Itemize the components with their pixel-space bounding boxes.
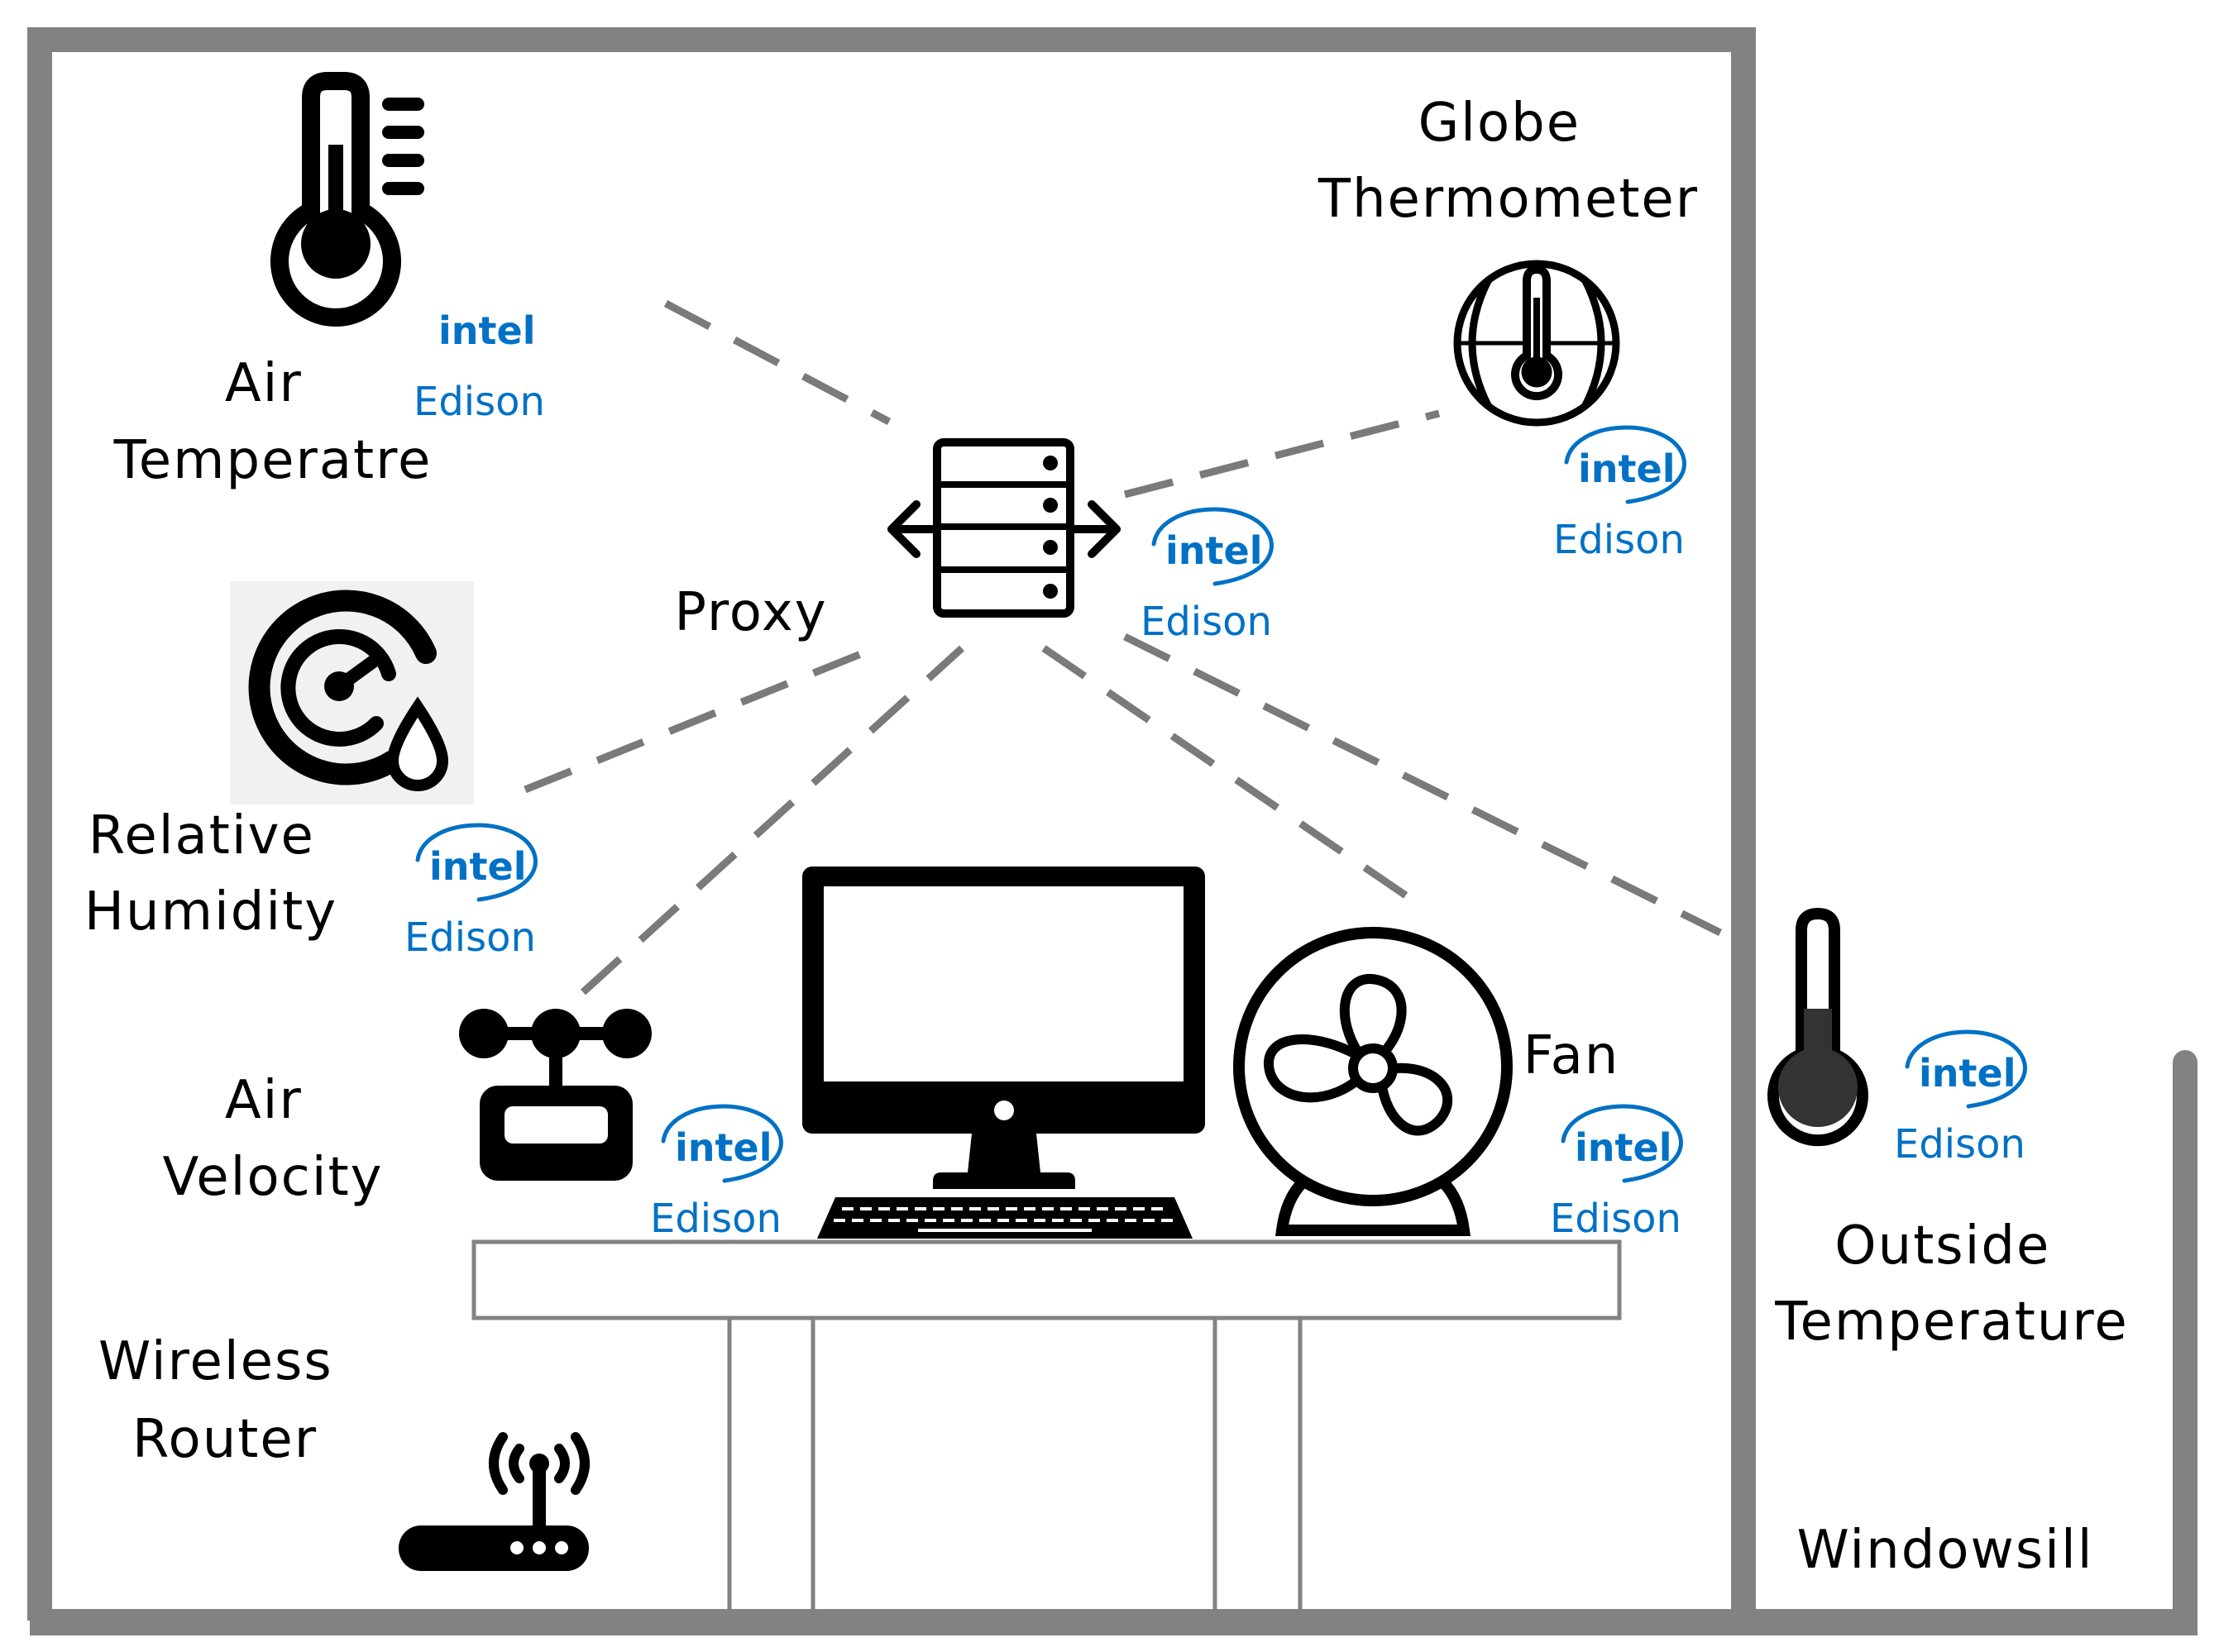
window-wall xyxy=(1731,523,2197,1635)
humidity-gauge-icon xyxy=(230,581,474,805)
svg-text:Edison: Edison xyxy=(414,379,545,425)
link-air-velocity xyxy=(580,645,965,995)
svg-text:Edison: Edison xyxy=(404,914,536,961)
computer-icon xyxy=(802,867,1205,1189)
svg-text:Edison: Edison xyxy=(1894,1121,2025,1167)
label-proxy: Proxy xyxy=(674,582,827,643)
globe-thermometer-icon xyxy=(1453,260,1620,427)
svg-text:intel: intel xyxy=(438,308,535,353)
link-globe-thermometer xyxy=(1123,409,1441,499)
label-relative-humidity: Relative Humidity xyxy=(84,805,337,943)
svg-text:Edison: Edison xyxy=(1550,1196,1681,1242)
desk xyxy=(471,1239,1622,1612)
link-outside-temperature xyxy=(1122,633,1723,937)
desk-top xyxy=(471,1239,1622,1320)
svg-text:intel: intel xyxy=(1575,1125,1671,1170)
svg-text:intel: intel xyxy=(429,844,526,889)
svg-text:Edison: Edison xyxy=(1141,599,1272,645)
svg-text:intel: intel xyxy=(1165,528,1262,573)
router-icon xyxy=(399,1432,590,1571)
label-windowsill: Windowsill xyxy=(1796,1520,2093,1581)
svg-text:Edison: Edison xyxy=(650,1196,782,1242)
svg-text:Edison: Edison xyxy=(1553,517,1685,563)
label-fan: Fan xyxy=(1523,1025,1620,1086)
server-icon xyxy=(887,438,1121,618)
svg-text:intel: intel xyxy=(1578,446,1675,491)
room-walls xyxy=(27,27,1756,1621)
label-outside-temperature: Outside Temperature xyxy=(1774,1215,2128,1353)
keyboard-icon xyxy=(817,1197,1193,1239)
link-humidity xyxy=(524,641,885,794)
label-air-temperature: Air Temperatre xyxy=(113,353,433,491)
network-links xyxy=(524,300,1723,995)
svg-text:intel: intel xyxy=(1919,1051,2016,1096)
link-air-temperature xyxy=(663,300,892,425)
outdoor-thermometer-icon xyxy=(1767,907,1868,1147)
label-globe-thermometer: Globe Thermometer xyxy=(1318,93,1699,230)
label-wireless-router: Wireless Router xyxy=(98,1331,352,1470)
svg-text:intel: intel xyxy=(675,1125,772,1170)
thermometer-icon xyxy=(270,72,424,327)
anemometer-icon xyxy=(459,1009,652,1181)
label-air-velocity: Air Velocity xyxy=(162,1070,383,1208)
fan-icon xyxy=(1233,927,1513,1236)
